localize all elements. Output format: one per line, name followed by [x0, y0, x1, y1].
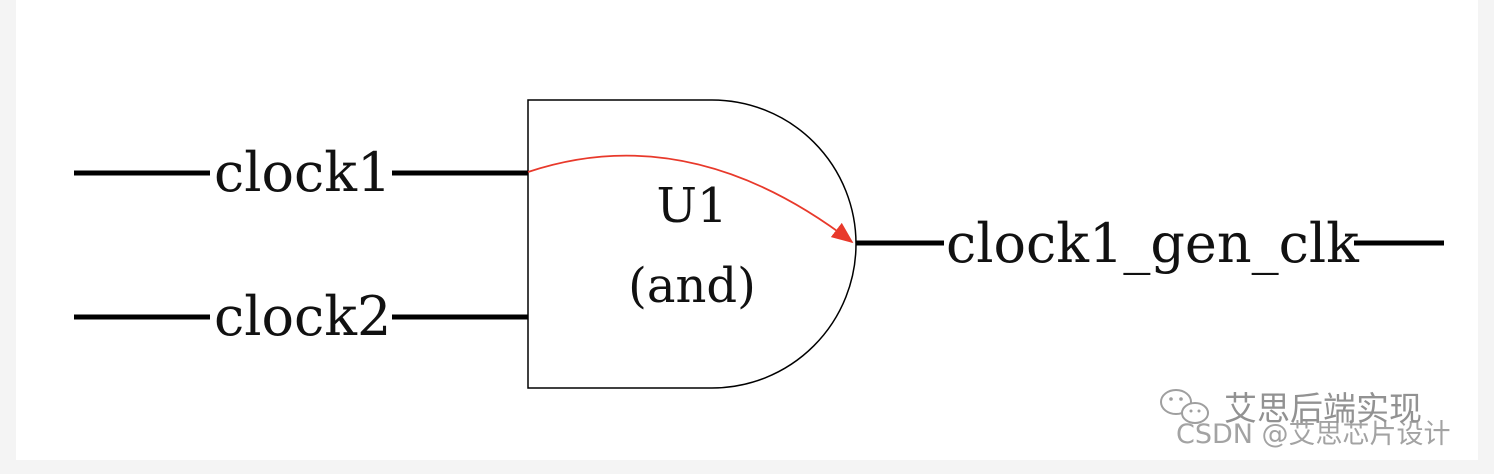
watermark-source: CSDN @艾思芯片设计	[1176, 419, 1451, 450]
watermark-account: 艾思后端实现	[1224, 389, 1422, 428]
output-wire-clock1-gen-clk: clock1_gen_clk	[856, 212, 1444, 275]
input-wire-clock1: clock1	[74, 141, 528, 204]
watermark: 艾思后端实现 CSDN @艾思芯片设计	[1160, 389, 1451, 450]
input-label-clock2: clock2	[214, 285, 391, 348]
output-label-clock1-gen-clk: clock1_gen_clk	[946, 212, 1360, 275]
gate-type-label: (and)	[628, 258, 756, 314]
timing-arc-arrow	[527, 154, 854, 244]
input-label-clock1: clock1	[214, 141, 391, 204]
wechat-icon	[1160, 389, 1209, 424]
gate-instance-label: U1	[657, 178, 728, 234]
and-gate-body	[527, 99, 857, 389]
input-wire-clock2: clock2	[74, 285, 528, 348]
